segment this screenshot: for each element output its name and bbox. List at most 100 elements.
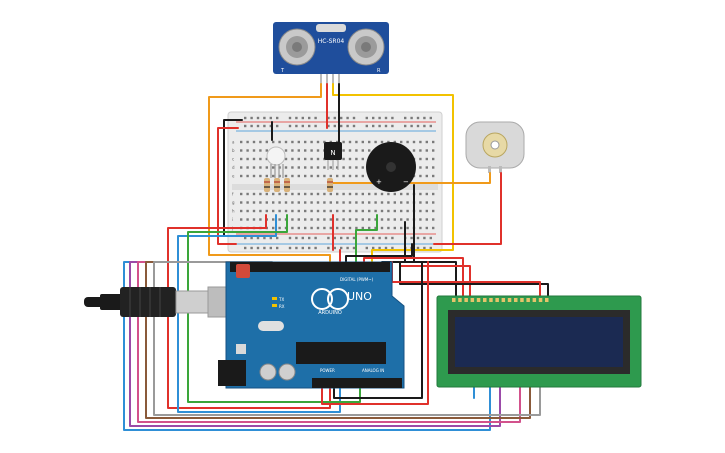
- breadboard-hole: [316, 174, 320, 178]
- rail-hole: [404, 116, 407, 120]
- rail-hole: [333, 116, 336, 120]
- breadboard-hole: [297, 166, 300, 169]
- wire-rail-power-left: [217, 127, 239, 245]
- rail-hole: [301, 236, 304, 240]
- breadboard-hole: [259, 166, 262, 169]
- breadboard-hole: [361, 192, 364, 196]
- breadboard-hole: [272, 209, 275, 213]
- rail-hole: [429, 236, 432, 240]
- breadboard-hole: [304, 209, 307, 213]
- rail-hole: [391, 124, 394, 128]
- transistor-label: N: [330, 149, 335, 157]
- wire-digital-black: [345, 243, 413, 263]
- breadboard-hole: [425, 174, 428, 178]
- rail-hole: [416, 246, 420, 250]
- breadboard-hole: [387, 192, 390, 196]
- rail-hole: [269, 116, 272, 120]
- breadboard-hole: [412, 140, 416, 144]
- row-letter: g: [232, 200, 235, 205]
- breadboard-hole: [425, 149, 428, 152]
- rail-hole: [308, 236, 311, 240]
- rail-hole: [263, 116, 266, 120]
- breadboard-hole: [246, 166, 249, 169]
- row-letter: e: [232, 174, 235, 179]
- breadboard-hole: [329, 226, 332, 230]
- breadboard-hole: [240, 201, 243, 204]
- row-letter: i: [232, 217, 233, 222]
- breadboard-hole: [259, 209, 262, 213]
- breadboard-hole: [310, 209, 313, 213]
- breadboard-hole: [252, 192, 256, 196]
- breadboard-hole: [393, 218, 396, 221]
- breadboard-hole: [432, 166, 435, 169]
- rail-hole: [288, 124, 292, 128]
- rail-hole: [340, 236, 343, 240]
- breadboard-hole: [272, 140, 275, 144]
- breadboard-hole: [425, 226, 428, 230]
- row-letter: b: [232, 148, 235, 153]
- rail-hole: [423, 116, 426, 120]
- breadboard-hole: [380, 192, 384, 196]
- rail-hole: [429, 124, 432, 128]
- rail-hole: [391, 236, 394, 240]
- breadboard-hole: [284, 201, 288, 204]
- rail-hole: [416, 236, 420, 240]
- breadboard-hole: [278, 192, 281, 196]
- rail-hole: [301, 124, 304, 128]
- breadboard-hole: [419, 174, 422, 178]
- lcd-pin: [514, 298, 518, 302]
- breadboard-hole: [240, 218, 243, 221]
- breadboard-hole: [323, 166, 326, 169]
- resistor-1: [264, 178, 270, 192]
- rail-hole: [378, 124, 381, 128]
- resistors: [264, 178, 333, 192]
- wire-led-green: [187, 214, 361, 403]
- breadboard-hole: [259, 157, 262, 161]
- breadboard-hole: [265, 149, 268, 152]
- breadboard-hole: [316, 166, 320, 169]
- breadboard-hole: [316, 192, 320, 196]
- lcd-pin: [470, 298, 475, 302]
- breadboard-hole: [259, 201, 262, 204]
- breadboard-hole: [336, 218, 339, 221]
- breadboard-hole: [380, 209, 384, 213]
- breadboard-hole: [342, 166, 345, 169]
- lcd-pin: [532, 298, 537, 302]
- sensor-left-mark: T: [280, 68, 285, 74]
- breadboard-hole: [348, 174, 352, 178]
- breadboard-hole: [355, 218, 358, 221]
- buzzer-minus-label: −: [403, 178, 409, 186]
- breadboard-hole: [400, 226, 403, 230]
- breadboard-hole: [265, 140, 268, 144]
- lcd-pin: [501, 298, 506, 302]
- rail-hole: [250, 246, 253, 250]
- breadboard-hole: [272, 166, 275, 169]
- breadboard-hole: [432, 218, 435, 221]
- breadboard-hole: [246, 209, 249, 213]
- rail-hole: [256, 124, 260, 128]
- rail-hole: [429, 246, 432, 250]
- breadboard-hole: [393, 201, 396, 204]
- breadboard-hole: [323, 192, 326, 196]
- rail-hole: [327, 116, 330, 120]
- breadboard-hole: [355, 192, 358, 196]
- rail-hole: [384, 236, 388, 240]
- breadboard-hole: [400, 209, 403, 213]
- breadboard-hole: [323, 201, 326, 204]
- rail-hole: [384, 124, 388, 128]
- rail-hole: [416, 124, 420, 128]
- rail-hole: [308, 116, 311, 120]
- breadboard-hole: [406, 209, 409, 213]
- breadboard-hole: [304, 174, 307, 178]
- breadboard-hole: [323, 174, 326, 178]
- breadboard-hole: [406, 140, 409, 144]
- breadboard-hole: [342, 201, 345, 204]
- breadboard-hole: [297, 218, 300, 221]
- rail-hole: [269, 236, 272, 240]
- breadboard-hole: [336, 174, 339, 178]
- rail-hole: [244, 116, 247, 120]
- breadboard-hole: [419, 149, 422, 152]
- breadboard-channel: [232, 184, 438, 190]
- breadboard-hole: [342, 192, 345, 196]
- dc-motor: [465, 121, 525, 173]
